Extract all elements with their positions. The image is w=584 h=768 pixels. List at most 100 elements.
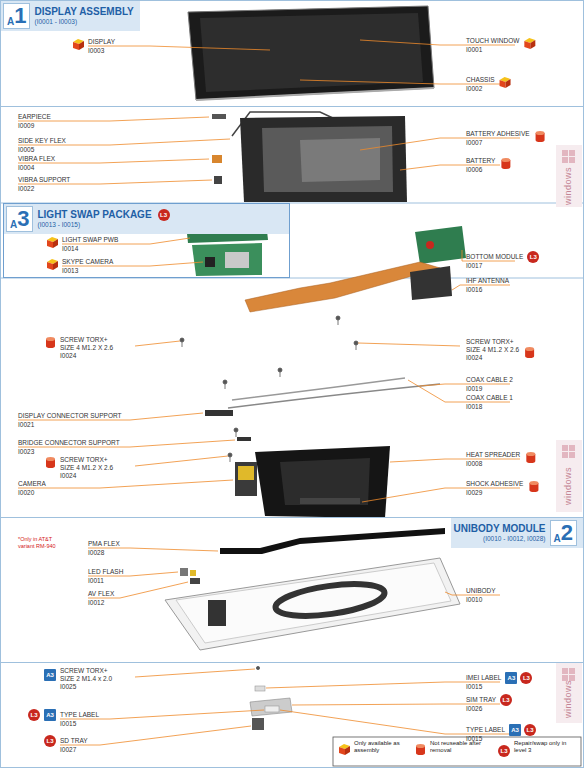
part-label: TYPE LABEL	[60, 711, 99, 719]
part-label: I0002	[466, 85, 482, 93]
part-label: I0017	[466, 262, 482, 270]
single-use-icon	[529, 481, 538, 492]
level3-badge: L3	[158, 209, 170, 221]
legend-text: Repair/swap only in level 3	[514, 740, 570, 754]
item-range: (I0013 - I0015)	[37, 221, 151, 229]
assembly-icon	[339, 744, 350, 755]
part-label: SIDE KEY FLEX	[18, 137, 66, 145]
section-badge: A3	[6, 206, 33, 232]
coax-cable	[232, 378, 405, 400]
watermark: windows	[563, 680, 574, 718]
part-label: VIBRA FLEX	[18, 155, 55, 163]
part-label: I0004	[18, 164, 34, 172]
part-label: SIZE 2 M1.4 x 2.0	[60, 675, 112, 683]
header-text: UNIBODY MODULE(I0010 - I0012, I0028)	[453, 523, 545, 543]
watermark: windows	[563, 167, 574, 205]
part-label: LED FLASH	[88, 568, 123, 576]
level3-badge: L3	[524, 724, 536, 736]
connector-support	[205, 410, 233, 416]
camera	[235, 462, 257, 496]
part-label: COAX CABLE 2	[466, 376, 513, 384]
part-label: I0027	[60, 746, 76, 754]
legend-text: Only available as assembly	[354, 740, 410, 754]
part-label: SIZE 4 M1.2 X 2.6	[466, 346, 519, 354]
part-label: I0019	[466, 385, 482, 393]
badge-number: 1	[14, 5, 26, 27]
unibody	[165, 528, 460, 650]
part-label: I0014	[62, 245, 78, 253]
part-label: I0008	[466, 460, 482, 468]
part-label: BOTTOM MODULE	[466, 253, 523, 261]
section-header: UNIBODY MODULE(I0010 - I0012, I0028)A2	[451, 518, 583, 548]
leader-line	[18, 40, 520, 745]
part-label: I0024	[60, 352, 76, 360]
part-label: BATTERY	[466, 157, 495, 165]
section-header: A1DISPLAY ASSEMBLY(I0001 - I0003)	[1, 1, 140, 31]
section-title: UNIBODY MODULE	[453, 523, 545, 535]
part-label: I0025	[60, 683, 76, 691]
part-label: BATTERY ADHESIVE	[466, 130, 530, 138]
assembly-icon	[500, 77, 511, 88]
section-header: A3LIGHT SWAP PACKAGE(I0013 - I0015)	[4, 204, 289, 234]
assembly-badge: A3	[44, 669, 56, 681]
watermark-tile	[556, 145, 582, 723]
legend-text: Not reuseable after removal	[430, 740, 486, 754]
part-label: I0021	[18, 421, 34, 429]
part-label: HEAT SPREADER	[466, 451, 520, 459]
section-badge: A1	[3, 3, 30, 29]
part-label: SCREW TORX+	[466, 338, 514, 346]
part-label: SCREW TORX+	[60, 667, 108, 675]
part-label: I0013	[62, 267, 78, 275]
level3-badge: L3	[44, 735, 56, 747]
part-label: TYPE LABEL	[466, 726, 505, 734]
single-use-icon	[536, 131, 545, 142]
bottom-module	[245, 226, 466, 312]
watermark: windows	[563, 467, 574, 505]
assembly-icon	[73, 39, 84, 50]
part-label: I0029	[466, 489, 482, 497]
battery-parts	[212, 112, 407, 202]
variant-note: *Only in AT&T variant RM-940	[18, 536, 66, 549]
part-label: EARPIECE	[18, 113, 51, 121]
badge-letter: A	[554, 533, 561, 544]
single-use-icon	[46, 337, 55, 348]
section-panel: UNIBODY MODULE(I0010 - I0012, I0028)A2	[0, 517, 584, 663]
part-label: SCREW TORX+	[60, 456, 108, 464]
level3-badge: L3	[527, 251, 539, 263]
part-label: LIGHT SWAP PWB	[62, 236, 118, 244]
part-label: I0010	[466, 596, 482, 604]
part-label: I0015	[466, 683, 482, 691]
level3-badge: L3	[520, 672, 532, 684]
legend-box	[333, 737, 581, 766]
section-panel: A1DISPLAY ASSEMBLY(I0001 - I0003)	[0, 0, 584, 107]
part-label: AV FLEX	[88, 590, 114, 598]
part-label: DISPLAY CONNECTOR SUPPORT	[18, 412, 122, 420]
part-label: I0023	[18, 448, 34, 456]
section-title: DISPLAY ASSEMBLY	[34, 6, 133, 18]
level3-badge: L3	[498, 745, 510, 757]
part-label: I0026	[466, 705, 482, 713]
section-badge: A2	[550, 520, 577, 546]
part-label: I0012	[88, 599, 104, 607]
level3-badge: L3	[28, 709, 40, 721]
part-label: BRIDGE CONNECTOR SUPPORT	[18, 439, 120, 447]
part-label: I0005	[18, 146, 34, 154]
part-label: SCREW TORX+	[60, 336, 108, 344]
connector-support	[237, 437, 251, 441]
part-label: I0022	[18, 185, 34, 193]
part-label: SIZE 4 M1.2 X 2.6	[60, 464, 113, 472]
header-text: DISPLAY ASSEMBLY(I0001 - I0003)	[34, 6, 133, 26]
heat-spreader	[255, 446, 390, 518]
part-label: CHASSIS	[466, 76, 495, 84]
assembly-icon	[47, 259, 58, 270]
single-use-icon	[46, 457, 55, 468]
badge-letter: A	[7, 16, 14, 27]
part-label: I0016	[466, 286, 482, 294]
part-label: I0018	[466, 403, 482, 411]
part-label: CAMERA	[18, 480, 46, 488]
part-label: I0015	[60, 720, 76, 728]
shock-adhesive	[300, 498, 360, 504]
part-label: I0009	[18, 122, 34, 130]
